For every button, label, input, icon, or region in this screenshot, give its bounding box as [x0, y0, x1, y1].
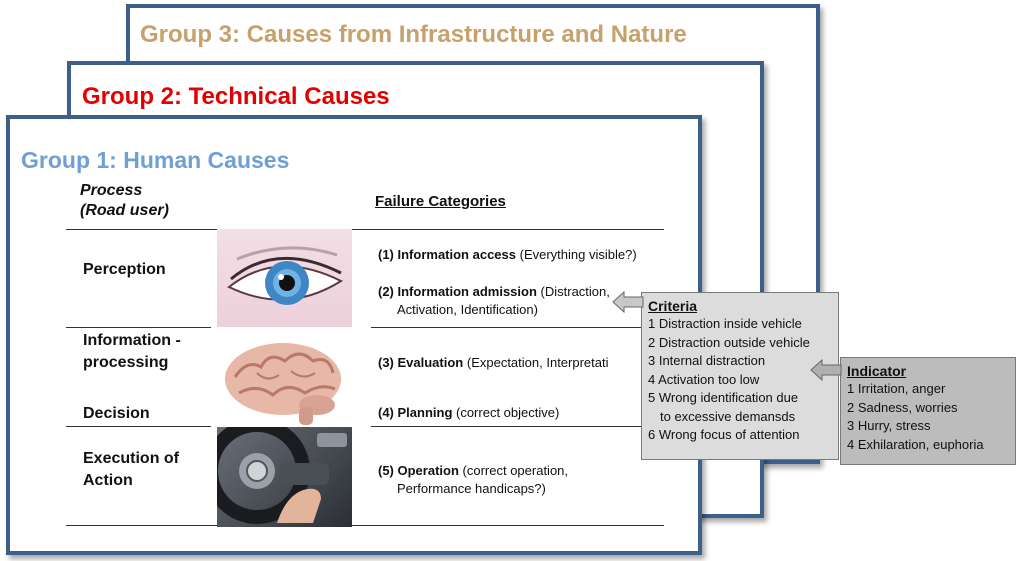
failure-1: (1) Information access (Everything visib…	[378, 246, 637, 264]
header-divider	[66, 229, 664, 230]
process-decision: Decision	[83, 405, 150, 422]
process-perception: Perception	[83, 261, 166, 278]
failure-5-continued: Performance handicaps?)	[397, 481, 546, 496]
failure-1-label: (1) Information access	[378, 247, 516, 262]
left-arrow-icon	[810, 359, 842, 381]
criteria-item: 3 Internal distraction	[648, 353, 766, 368]
criteria-callout: Criteria 1 Distraction inside vehicle 2 …	[641, 292, 839, 460]
indicator-callout: Indicator 1 Irritation, anger 2 Sadness,…	[840, 357, 1016, 465]
process-header-line2: (Road user)	[80, 202, 169, 219]
failure-5-label: (5) Operation	[378, 463, 459, 478]
process-info-line2: processing	[83, 354, 169, 371]
failure-2: (2) Information admission (Distraction, …	[378, 283, 610, 319]
row-divider-1	[66, 327, 211, 328]
indicator-item: 1 Irritation, anger	[847, 381, 946, 396]
failure-1-detail: (Everything visible?)	[516, 247, 637, 262]
slide-group-1: Group 1: Human Causes Process (Road user…	[6, 115, 702, 555]
failure-4-label: (4) Planning	[378, 405, 453, 420]
slide-title-group-1: Group 1: Human Causes	[21, 147, 290, 173]
process-header-line1: Process	[80, 182, 143, 199]
process-information-processing: Information - processing	[83, 330, 181, 374]
criteria-item: 2 Distraction outside vehicle	[648, 334, 810, 350]
indicator-item: 3 Hurry, stress	[847, 418, 931, 433]
row-divider-3	[66, 525, 664, 526]
row-divider-2	[66, 426, 211, 427]
failure-2-label: (2) Information admission	[378, 284, 537, 299]
eye-photo	[217, 229, 352, 327]
indicator-item: 2 Sadness, worries	[847, 399, 958, 415]
failure-3-label: (3) Evaluation	[378, 355, 464, 370]
process-execution-line2: Action	[83, 472, 133, 489]
criteria-item: to excessive demansds	[660, 408, 796, 424]
row-divider-2b	[371, 426, 651, 427]
failure-header: Failure Categories	[375, 193, 506, 210]
failure-3: (3) Evaluation (Expectation, Interpretat…	[378, 354, 609, 372]
indicator-title: Indicator	[847, 363, 907, 379]
slide-title-group-2: Group 2: Technical Causes	[82, 83, 390, 110]
process-info-line1: Information -	[83, 332, 181, 349]
failure-4-detail: (correct objective)	[452, 405, 560, 420]
indicator-item: 4 Exhilaration, euphoria	[847, 436, 984, 452]
brain-photo	[217, 337, 352, 429]
failure-2-detail: (Distraction,	[536, 284, 610, 299]
criteria-item: 1 Distraction inside vehicle	[648, 316, 802, 331]
row-divider-1b	[371, 327, 664, 328]
process-execution-line1: Execution of	[83, 450, 180, 467]
slide-title-group-3: Group 3: Causes from Infrastructure and …	[140, 21, 687, 48]
criteria-item: 4 Activation too low	[648, 371, 760, 387]
failure-4: (4) Planning (correct objective)	[378, 404, 559, 422]
criteria-item: 5 Wrong identification due	[648, 390, 799, 405]
failure-5-detail: (correct operation,	[458, 463, 569, 478]
failure-2-continued: Activation, Identification)	[397, 302, 538, 317]
criteria-title: Criteria	[648, 298, 698, 314]
failure-3-detail: (Expectation, Interpretati	[463, 355, 609, 370]
left-arrow-icon	[612, 291, 644, 313]
steering-wheel-photo	[217, 427, 352, 527]
criteria-item: 6 Wrong focus of attention	[648, 427, 800, 442]
process-execution: Execution of Action	[83, 448, 179, 492]
failure-5: (5) Operation (correct operation, Perfor…	[378, 462, 568, 498]
process-header: Process (Road user)	[80, 181, 169, 221]
